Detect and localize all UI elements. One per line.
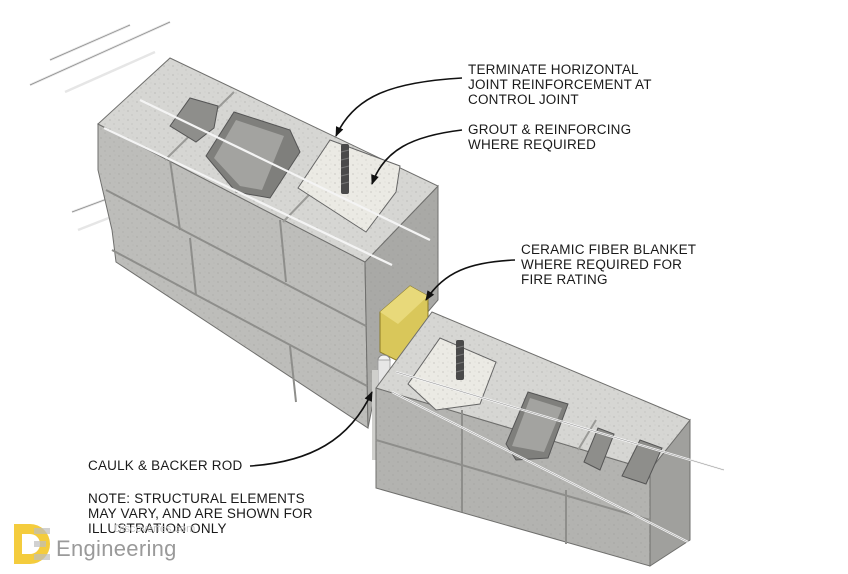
- callout-caulk: CAULK & BACKER ROD: [88, 458, 242, 473]
- structural-note: NOTE: STRUCTURAL ELEMENTS MAY VARY, AND …: [88, 491, 313, 536]
- leader-grout: [371, 129, 463, 185]
- leader-terminate: [335, 77, 463, 137]
- leader-lines: [249, 77, 516, 467]
- logo-de-icon: [14, 524, 50, 564]
- callout-ceramic-line-3: FIRE RATING: [521, 272, 608, 287]
- callout-terminate-line-2: JOINT REINFORCEMENT AT: [468, 77, 652, 92]
- callout-ceramic-line-1: CERAMIC FIBER BLANKET: [521, 242, 697, 257]
- note-line-3: ILLUSTRATION ONLY: [88, 521, 227, 536]
- upper-cmu-wall: [97, 57, 439, 429]
- watermark-url: Discoverfes.com: [114, 523, 196, 535]
- leader-caulk: [249, 391, 373, 467]
- leader-ceramic: [425, 259, 516, 301]
- callout-grout-line-1: GROUT & REINFORCING: [468, 122, 632, 137]
- callout-ceramic: CERAMIC FIBER BLANKET WHERE REQUIRED FOR…: [521, 242, 696, 287]
- rebar-upper: [340, 144, 350, 194]
- callout-caulk-line: CAULK & BACKER ROD: [88, 458, 243, 473]
- callout-grout: GROUT & REINFORCING WHERE REQUIRED: [468, 122, 631, 152]
- watermark-logo: Discoverfes.com Engineering: [10, 520, 210, 568]
- note-line-1: NOTE: STRUCTURAL ELEMENTS: [88, 491, 305, 506]
- callout-terminate-line-3: CONTROL JOINT: [468, 92, 579, 107]
- rebar-lower: [455, 340, 465, 380]
- callout-ceramic-line-2: WHERE REQUIRED FOR: [521, 257, 683, 272]
- callout-terminate: TERMINATE HORIZONTAL JOINT REINFORCEMENT…: [468, 62, 652, 107]
- lower-cmu-wall: [375, 311, 725, 567]
- callout-grout-line-2: WHERE REQUIRED: [468, 137, 597, 152]
- watermark-word: Engineering: [56, 536, 177, 561]
- callout-terminate-line-1: TERMINATE HORIZONTAL: [468, 62, 639, 77]
- note-line-2: MAY VARY, AND ARE SHOWN FOR: [88, 506, 313, 521]
